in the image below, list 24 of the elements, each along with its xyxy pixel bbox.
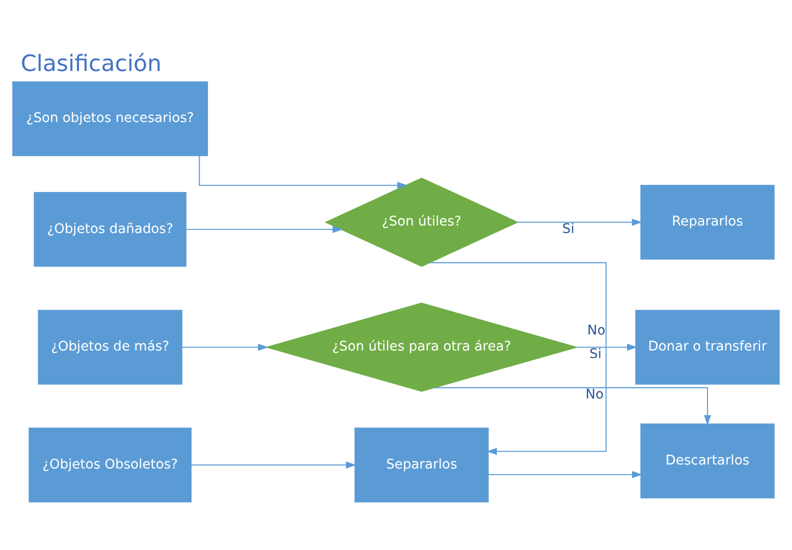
- edge-label: No: [586, 386, 604, 402]
- arrow: [488, 470, 642, 478]
- arrow: [191, 460, 356, 468]
- arrow: [576, 343, 638, 350]
- node-box: Descartarlos: [640, 423, 775, 498]
- edge-label: Si: [589, 346, 602, 362]
- edge-label: Si: [562, 221, 574, 236]
- node-box: Repararlos: [640, 184, 775, 260]
- arrow: [434, 386, 712, 425]
- diagram-title: Clasificación: [20, 50, 162, 77]
- arrow: [430, 262, 607, 454]
- node-box: ¿Objetos dañados?: [34, 192, 186, 266]
- arrow: [518, 218, 642, 226]
- arrow: [186, 225, 343, 232]
- node-box: ¿Son objetos necesarios?: [12, 80, 208, 156]
- arrow: [182, 343, 268, 350]
- node-box: ¿Objetos Obsoletos?: [28, 427, 192, 502]
- node-diamond: ¿Son útiles para otra área?: [264, 302, 578, 392]
- node-box: Donar o transferir: [635, 309, 780, 384]
- node-box: Separarlos: [354, 427, 489, 502]
- arrow: [198, 155, 408, 188]
- edge-label: No: [587, 322, 606, 338]
- node-box: ¿Objetos de más?: [38, 309, 182, 384]
- node-diamond: ¿Son útiles?: [324, 177, 519, 266]
